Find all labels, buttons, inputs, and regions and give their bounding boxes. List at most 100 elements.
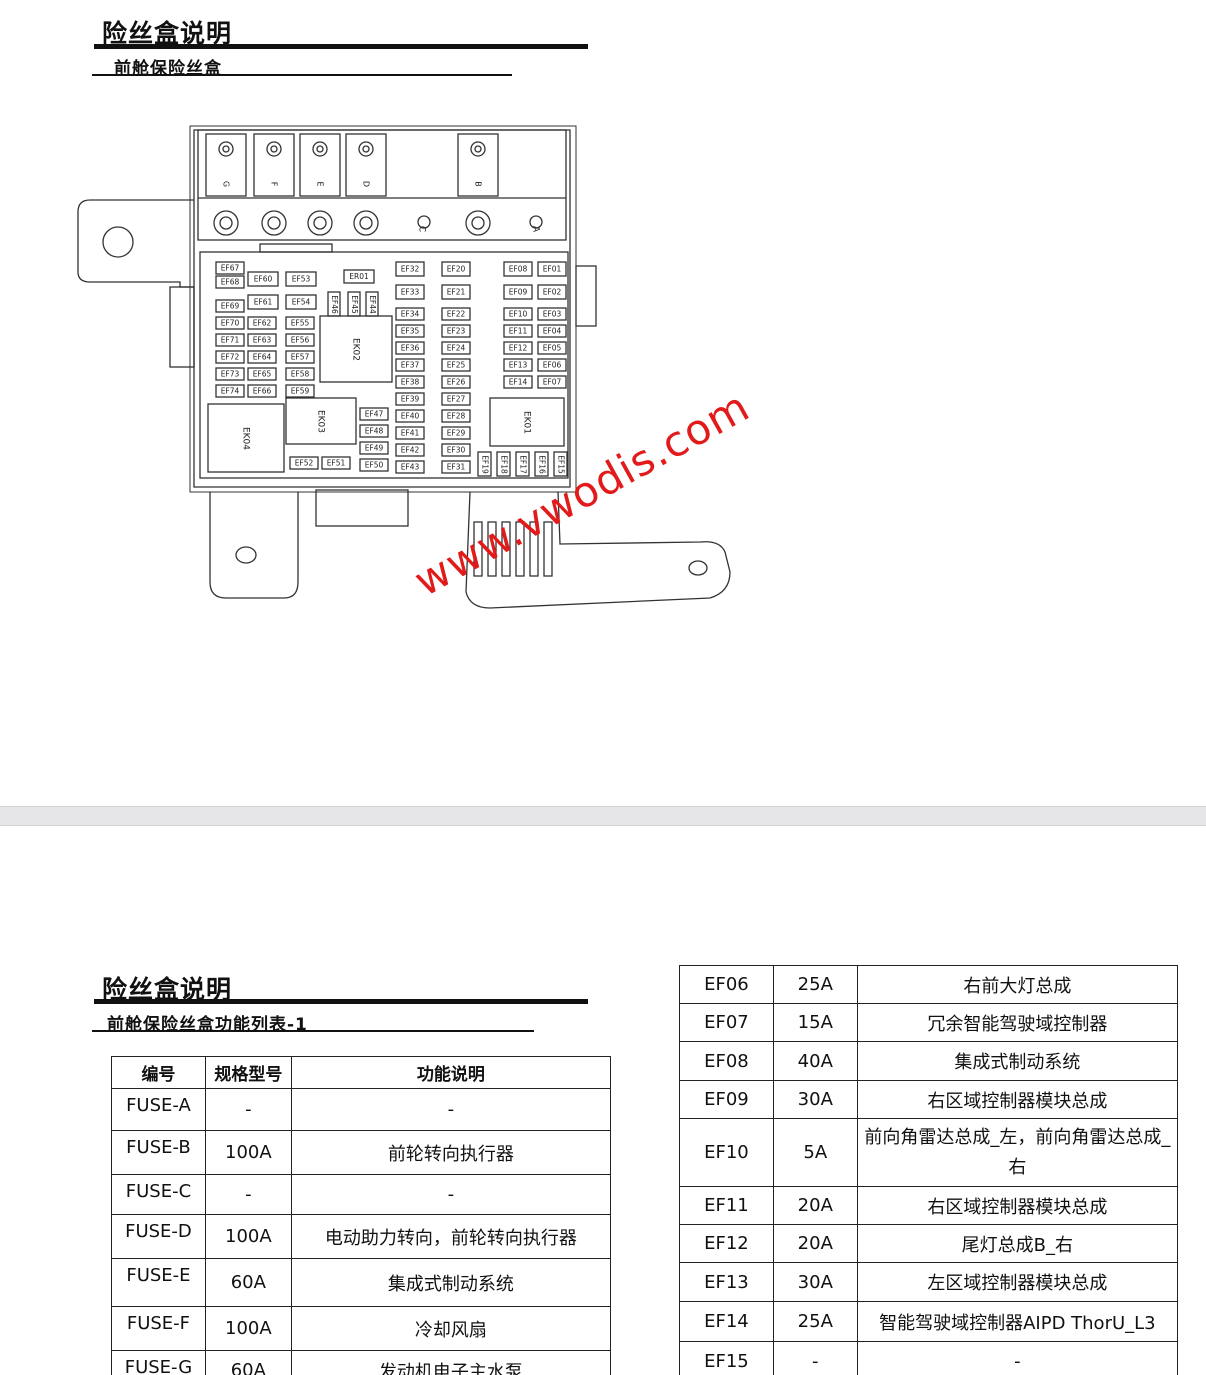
fuse-slot-ef07 [537, 375, 567, 389]
fuse-slot-ef19 [477, 451, 492, 477]
fuse-stud [353, 210, 379, 236]
maxi-fuse-label: D [362, 181, 371, 187]
fuse-bolt-top [470, 141, 486, 157]
fuse-label-ef01: EF01 [543, 265, 562, 274]
fuse-label-ef59: EF59 [291, 387, 310, 396]
fuse-slot-ef10 [503, 307, 533, 321]
cell-code: FUSE-F [111, 1306, 206, 1351]
fuse-bolt-top [312, 141, 328, 157]
fuse-bolt-top-inner [362, 145, 370, 153]
fuse-label-ef41: EF41 [401, 429, 420, 438]
fuse-label-ef58: EF58 [291, 370, 310, 379]
fuse-slot-ef08 [503, 261, 533, 277]
cell-function: 电动助力转向，前轮转向执行器 [290, 1214, 612, 1259]
fuse-slot-ef58 [285, 367, 315, 381]
fuse-slot-ef50 [359, 458, 389, 472]
fuse-slot-ef48 [359, 424, 389, 438]
cell-code: EF09 [679, 1080, 774, 1119]
title-rule [94, 44, 588, 49]
fuse-bolt-top [218, 141, 234, 157]
fuse-bolt-top-inner [270, 145, 278, 153]
fuse-slot-ef18 [496, 451, 511, 477]
fuse-label-ef24: EF24 [447, 344, 466, 353]
fuse-label-ef26: EF26 [447, 378, 466, 387]
fuse-label-ef47: EF47 [365, 410, 384, 419]
fuse-slot-ef03 [537, 307, 567, 321]
fuse-slot-ef01 [537, 261, 567, 277]
cell-spec: 100A [204, 1214, 292, 1259]
fuse-slot-ef64 [247, 350, 277, 364]
fuse-label-ef32: EF32 [401, 265, 420, 274]
fuse-slot-ef24 [441, 341, 471, 355]
fuse-label-ef37: EF37 [401, 361, 420, 370]
maxi-fuse-label: F [270, 182, 279, 187]
fuse-slot-ef35 [395, 324, 425, 338]
header-code: 编号 [111, 1056, 206, 1089]
left-mount-hole [102, 226, 134, 258]
fuse-slot-ef71 [215, 333, 245, 347]
fuse-label-ef23: EF23 [447, 327, 466, 336]
cell-function: 尾灯总成B_右 [856, 1224, 1179, 1263]
cell-code: EF13 [679, 1262, 774, 1302]
maxi-fuse-label: G [222, 181, 231, 187]
fuse-slot-er01 [343, 269, 375, 284]
fuse-slot-ef34 [395, 307, 425, 321]
fuse-slot-ef13 [503, 358, 533, 372]
fuse-label-ef07: EF07 [543, 378, 562, 387]
maxi-fuse [457, 133, 499, 197]
fuse-slot-ef06 [537, 358, 567, 372]
fuse-label-ef63: EF63 [253, 336, 272, 345]
cell-function: 智能驾驶域控制器AIPD ThorU_L3 [856, 1301, 1179, 1342]
connector-block [315, 489, 409, 527]
cell-function: 冷却风扇 [290, 1306, 612, 1351]
fuse-slot-ef47 [359, 407, 389, 421]
cell-spec: - [204, 1088, 292, 1131]
cell-code: EF10 [679, 1118, 774, 1187]
fuse-slot-ef33 [395, 284, 425, 300]
cell-spec: 100A [204, 1306, 292, 1351]
fuse-label-ef28: EF28 [447, 412, 466, 421]
bracket-rib [515, 521, 525, 577]
cell-spec: 25A [772, 1301, 858, 1342]
fuse-label-ef09: EF09 [509, 288, 528, 297]
fuse-label-ef05: EF05 [543, 344, 562, 353]
cell-function: 集成式制动系统 [856, 1041, 1179, 1081]
table-row: EF15-- [679, 1341, 1179, 1375]
fuse-label-ef50: EF50 [365, 461, 384, 470]
fuse-slot-ef74 [215, 384, 245, 398]
fuse-label-ef72: EF72 [221, 353, 240, 362]
fuse-slot-ef39 [395, 392, 425, 406]
side-label-c: C [417, 226, 427, 232]
bottom-left-hole [235, 546, 257, 564]
cell-spec: 40A [772, 1041, 858, 1081]
fuse-label-ef36: EF36 [401, 344, 420, 353]
fuse-box-shell [189, 125, 577, 493]
fuse-bolt-top-inner [316, 145, 324, 153]
cell-code: FUSE-E [111, 1258, 206, 1307]
fuse-slot-ef09 [503, 284, 533, 300]
header-function: 功能说明 [290, 1056, 612, 1089]
relay-ek03 [285, 397, 357, 445]
fuse-label-ef02: EF02 [543, 288, 562, 297]
fuse-slot-ef38 [395, 375, 425, 389]
fuse-label-ef45: EF45 [350, 295, 359, 314]
fuse-slot-ef62 [247, 316, 277, 330]
fuse-slot-ef57 [285, 350, 315, 364]
fuse-label-ef25: EF25 [447, 361, 466, 370]
side-label-a: A [531, 226, 541, 233]
cell-code: EF15 [679, 1341, 774, 1375]
fuse-bolt-top-inner [222, 145, 230, 153]
fuse-label-ef15: EF15 [557, 455, 566, 474]
cell-function: - [856, 1341, 1179, 1375]
fuse-slot-ef41 [395, 426, 425, 440]
bracket-rib [543, 521, 553, 577]
header-spec: 规格型号 [204, 1056, 292, 1089]
fuse-slot-ef14 [503, 375, 533, 389]
bottom-right-hole [688, 560, 708, 576]
fuse-label-ef31: EF31 [447, 463, 466, 472]
fuse-stud [261, 210, 287, 236]
